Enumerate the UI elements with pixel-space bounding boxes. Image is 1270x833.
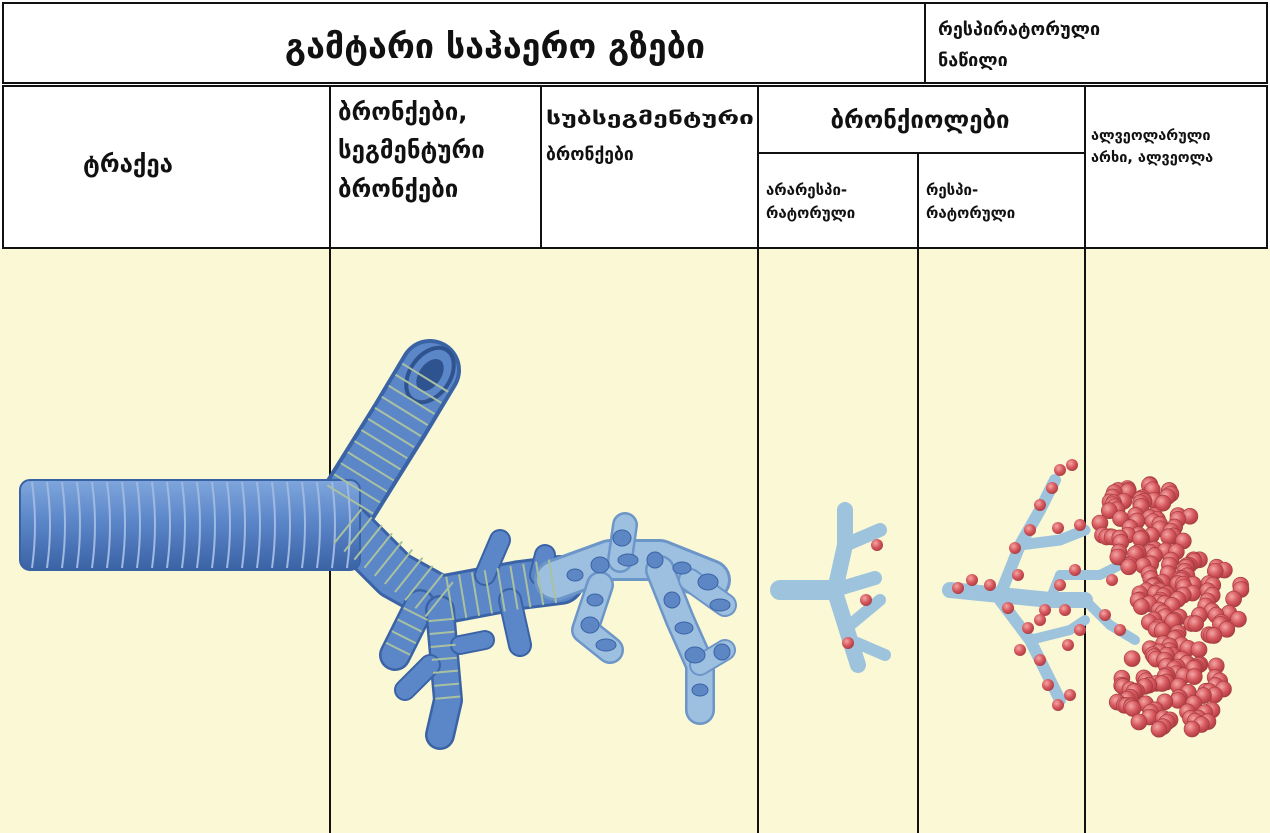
column-segmental-line3: ბრონქები bbox=[338, 175, 458, 203]
column-segmental-line2: სეგმენტური bbox=[338, 136, 485, 164]
column-respiratory-line1: რესპი- bbox=[926, 181, 978, 199]
column-alveolar-line2: არხი, ალვეოლა bbox=[1091, 150, 1213, 166]
column-subsegmental-line1: სუბსეგმენტური bbox=[546, 109, 754, 129]
column-nonrespiratory-line1: არარესპი- bbox=[766, 181, 847, 199]
column-nonrespiratory-line2: რატორული bbox=[766, 204, 855, 222]
column-segmental-line1: ბრონქები, bbox=[338, 98, 467, 126]
column-trachea: ტრაქეა bbox=[83, 150, 173, 178]
column-bronchioles: ბრონქიოლები bbox=[830, 106, 1009, 134]
respiratory-part-title-line1: რესპირატორული bbox=[938, 19, 1100, 40]
conducting-airways-title: გამტარი საჰაერო გზები bbox=[285, 27, 705, 67]
column-respiratory-line2: რატორული bbox=[926, 204, 1015, 222]
respiratory-part-title-line2: ნაწილი bbox=[938, 50, 1008, 71]
column-alveolar-line1: ალვეოლარული bbox=[1091, 128, 1211, 144]
column-subsegmental-line2: ბრონქები bbox=[546, 145, 634, 165]
